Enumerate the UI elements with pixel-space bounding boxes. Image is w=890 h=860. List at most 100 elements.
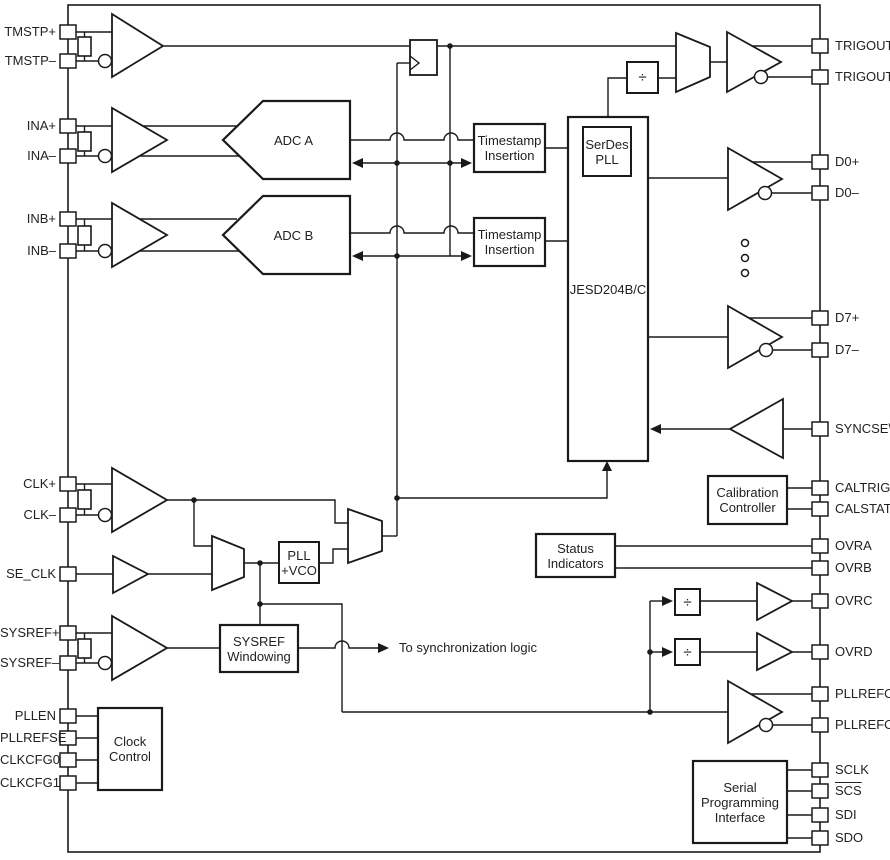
status-indicators-block: [534, 532, 617, 579]
pad-sdo: [811, 830, 829, 846]
divider-ovrc-label: ÷: [683, 593, 692, 611]
pll-vco-label: PLL +VCO: [281, 547, 317, 578]
divider-ovrd-label: ÷: [683, 643, 692, 661]
pad-inb-plus: [59, 211, 77, 227]
adc-b-block: [221, 194, 352, 276]
pad-trigout-minus: [811, 69, 829, 85]
jesd204-label: JESD204B/C: [569, 281, 647, 297]
pin-label-pllen: PLLEN: [14, 708, 56, 723]
se-clk-buffer: [112, 554, 150, 595]
sysref-windowing-label: SYSREF Windowing: [227, 633, 291, 664]
pin-label-pllrefse: PLLREFSE: [0, 730, 67, 745]
calibration-controller-label: Calibration Controller: [716, 485, 779, 515]
pin-label-sdo: SDO: [835, 830, 864, 845]
lanes-ellipsis-icon: [740, 268, 750, 278]
pad-scs: [811, 783, 829, 799]
ovrc-buffer: [756, 581, 794, 622]
pin-label-inb-plus: INB+: [26, 211, 56, 226]
pin-label-pllrefo-plus: PLLREFO+: [835, 686, 890, 701]
divider-ovrd-block: [674, 638, 701, 666]
pin-label-sclk: SCLK: [835, 762, 869, 777]
pin-label-syncse: SYNCSE\: [835, 421, 890, 436]
serdes-pll-block: [582, 126, 632, 177]
pin-label-d0-minus: D0–: [835, 185, 859, 200]
timestamp-insertion-a-label: Timestamp Insertion: [477, 133, 542, 163]
trigout-neg-bubble-icon: [753, 69, 769, 85]
pin-label-sysref-minus: SYSREF–: [0, 655, 60, 670]
pad-clkcfg0: [59, 752, 77, 768]
ina-amp: [111, 106, 169, 174]
pads-right: [811, 38, 829, 846]
pad-pllen: [59, 708, 77, 724]
serdes-pll-label: SerDes PLL: [585, 136, 629, 167]
tmstp-amp: [111, 12, 165, 79]
pin-label-ovrb: OVRB: [835, 560, 872, 575]
pad-d7-plus: [811, 310, 829, 326]
pad-ovra: [811, 538, 829, 554]
pad-clkcfg1: [59, 775, 77, 791]
timestamp-insertion-a-block: [472, 122, 547, 174]
pad-pllrefse: [59, 730, 77, 746]
pad-pllrefo-minus: [811, 717, 829, 733]
sysref-neg-bubble-icon: [97, 655, 113, 671]
pad-se-clk: [59, 566, 77, 582]
pin-label-trigout-minus: TRIGOUT–: [835, 69, 890, 84]
pin-label-caltrig: CALTRIG: [835, 480, 890, 495]
divider-top-label: ÷: [638, 69, 647, 86]
spi-block: [691, 759, 789, 845]
pin-label-calstat: CALSTAT: [835, 501, 890, 516]
pad-clk-plus: [59, 476, 77, 492]
pin-label-trigout-plus: TRIGOUT+: [835, 38, 890, 53]
sysref-amp: [111, 614, 169, 682]
d0-neg-bubble-icon: [757, 185, 773, 201]
flipflop-block: [409, 39, 438, 76]
adc-a-label: ADC A: [273, 132, 313, 148]
pad-sclk: [811, 762, 829, 778]
adc-a-block: [221, 99, 352, 181]
tmstp-neg-bubble-icon: [97, 53, 113, 69]
flipflop-clock-marker-icon: [409, 55, 421, 71]
pin-label-se-clk: SE_CLK: [6, 566, 56, 581]
pin-label-pllrefo-minus: PLLREFO–: [835, 717, 890, 732]
pad-ovrb: [811, 560, 829, 576]
pin-label-clk-plus: CLK+: [23, 476, 56, 491]
scs-overline-text: SCS: [835, 783, 862, 798]
pin-label-ina-minus: INA–: [27, 148, 56, 163]
pad-sysref-plus: [59, 625, 77, 641]
d7-buffer: [727, 304, 784, 370]
clock-control-label: Clock Control: [109, 734, 151, 764]
pad-trigout-plus: [811, 38, 829, 54]
pll-vco-block: [278, 541, 320, 584]
d7-neg-bubble-icon: [758, 342, 774, 358]
pad-inb-minus: [59, 243, 77, 259]
pad-clk-minus: [59, 507, 77, 523]
pin-label-d7-minus: D7–: [835, 342, 859, 357]
pin-label-tmstp-plus: TMSTP+: [4, 24, 56, 39]
pad-tmstp-minus: [59, 53, 77, 69]
pad-caltrig: [811, 480, 829, 496]
lanes-ellipsis-icon: [740, 238, 750, 248]
ina-term-resistor: [77, 131, 92, 152]
pin-label-d7-plus: D7+: [835, 310, 860, 325]
inb-neg-bubble-icon: [97, 243, 113, 259]
pad-ovrd: [811, 644, 829, 660]
inb-term-resistor: [77, 225, 92, 246]
trigout-mux: [675, 31, 711, 94]
wires: [76, 31, 812, 839]
spi-label: Serial Programming Interface: [700, 779, 780, 825]
pin-label-clkcfg0: CLKCFG0: [0, 752, 60, 767]
pad-sdi: [811, 807, 829, 823]
junction-dots: [191, 43, 653, 715]
pin-label-tmstp-minus: TMSTP–: [4, 53, 56, 68]
clk-neg-bubble-icon: [97, 507, 113, 523]
pad-d7-minus: [811, 342, 829, 358]
clock-input-mux: [211, 534, 245, 592]
pin-label-d0-plus: D0+: [835, 154, 860, 169]
pllrefo-buffer: [727, 679, 784, 745]
pad-ina-plus: [59, 118, 77, 134]
pin-label-ovrd: OVRD: [835, 644, 873, 659]
divider-ovrc-block: [674, 588, 701, 616]
d0-buffer: [727, 146, 784, 212]
inb-amp: [111, 201, 169, 269]
pin-label-sdi: SDI: [835, 807, 857, 822]
